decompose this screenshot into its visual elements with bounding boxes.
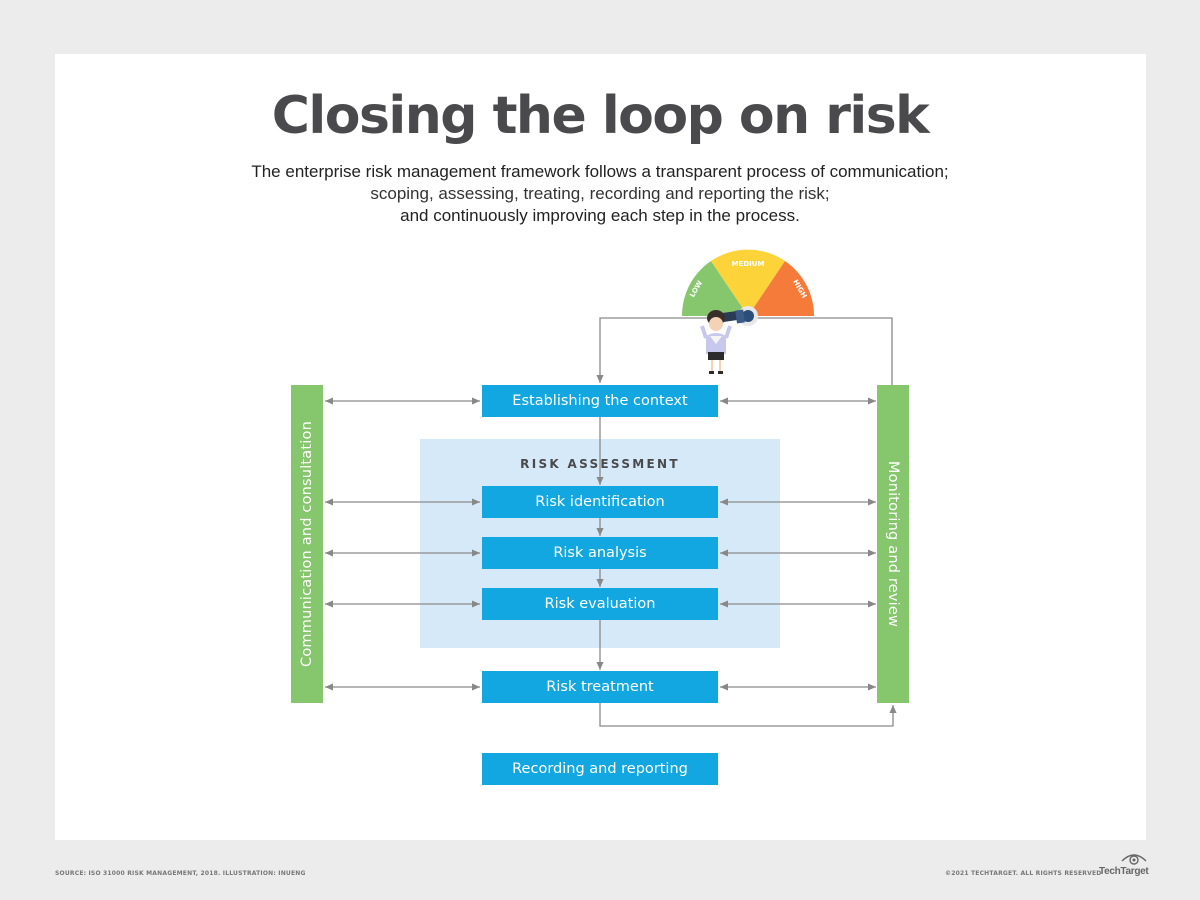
techtarget-brand: TechTarget <box>1099 866 1149 877</box>
communication-label: Communication and consultation <box>299 421 315 667</box>
subtitle-line-2: scoping, assessing, treating, recording … <box>370 184 830 203</box>
subtitle-line-1: The enterprise risk management framework… <box>251 162 949 181</box>
gauge-medium-label: MEDIUM <box>732 260 765 268</box>
gauge-high-segment <box>748 261 815 316</box>
person-illustration <box>700 310 732 374</box>
communication-bar <box>291 385 323 703</box>
analysis-box: Risk analysis <box>482 537 718 569</box>
recording-box: Recording and reporting <box>482 753 718 785</box>
source-note: SOURCE: ISO 31000 RISK MANAGEMENT, 2018.… <box>55 870 306 877</box>
page-title: Closing the loop on risk <box>271 86 930 146</box>
context-box: Establishing the context <box>482 385 718 417</box>
gauge-low-segment <box>681 261 748 316</box>
risk-gauge: LOW MEDIUM HIGH <box>681 249 815 374</box>
monitoring-bar <box>877 385 909 703</box>
techtarget-logo-icon <box>1121 854 1147 865</box>
evaluation-box: Risk evaluation <box>482 588 718 620</box>
identification-box: Risk identification <box>482 486 718 518</box>
copyright-note: ©2021 TECHTARGET. ALL RIGHTS RESERVED <box>945 870 1102 877</box>
monitoring-label: Monitoring and review <box>885 460 901 628</box>
gauge-medium-segment <box>711 249 785 316</box>
treatment-box: Risk treatment <box>482 671 718 703</box>
subtitle-line-3: and continuously improving each step in … <box>400 206 800 225</box>
risk-assessment-label: RISK ASSESSMENT <box>520 457 680 471</box>
